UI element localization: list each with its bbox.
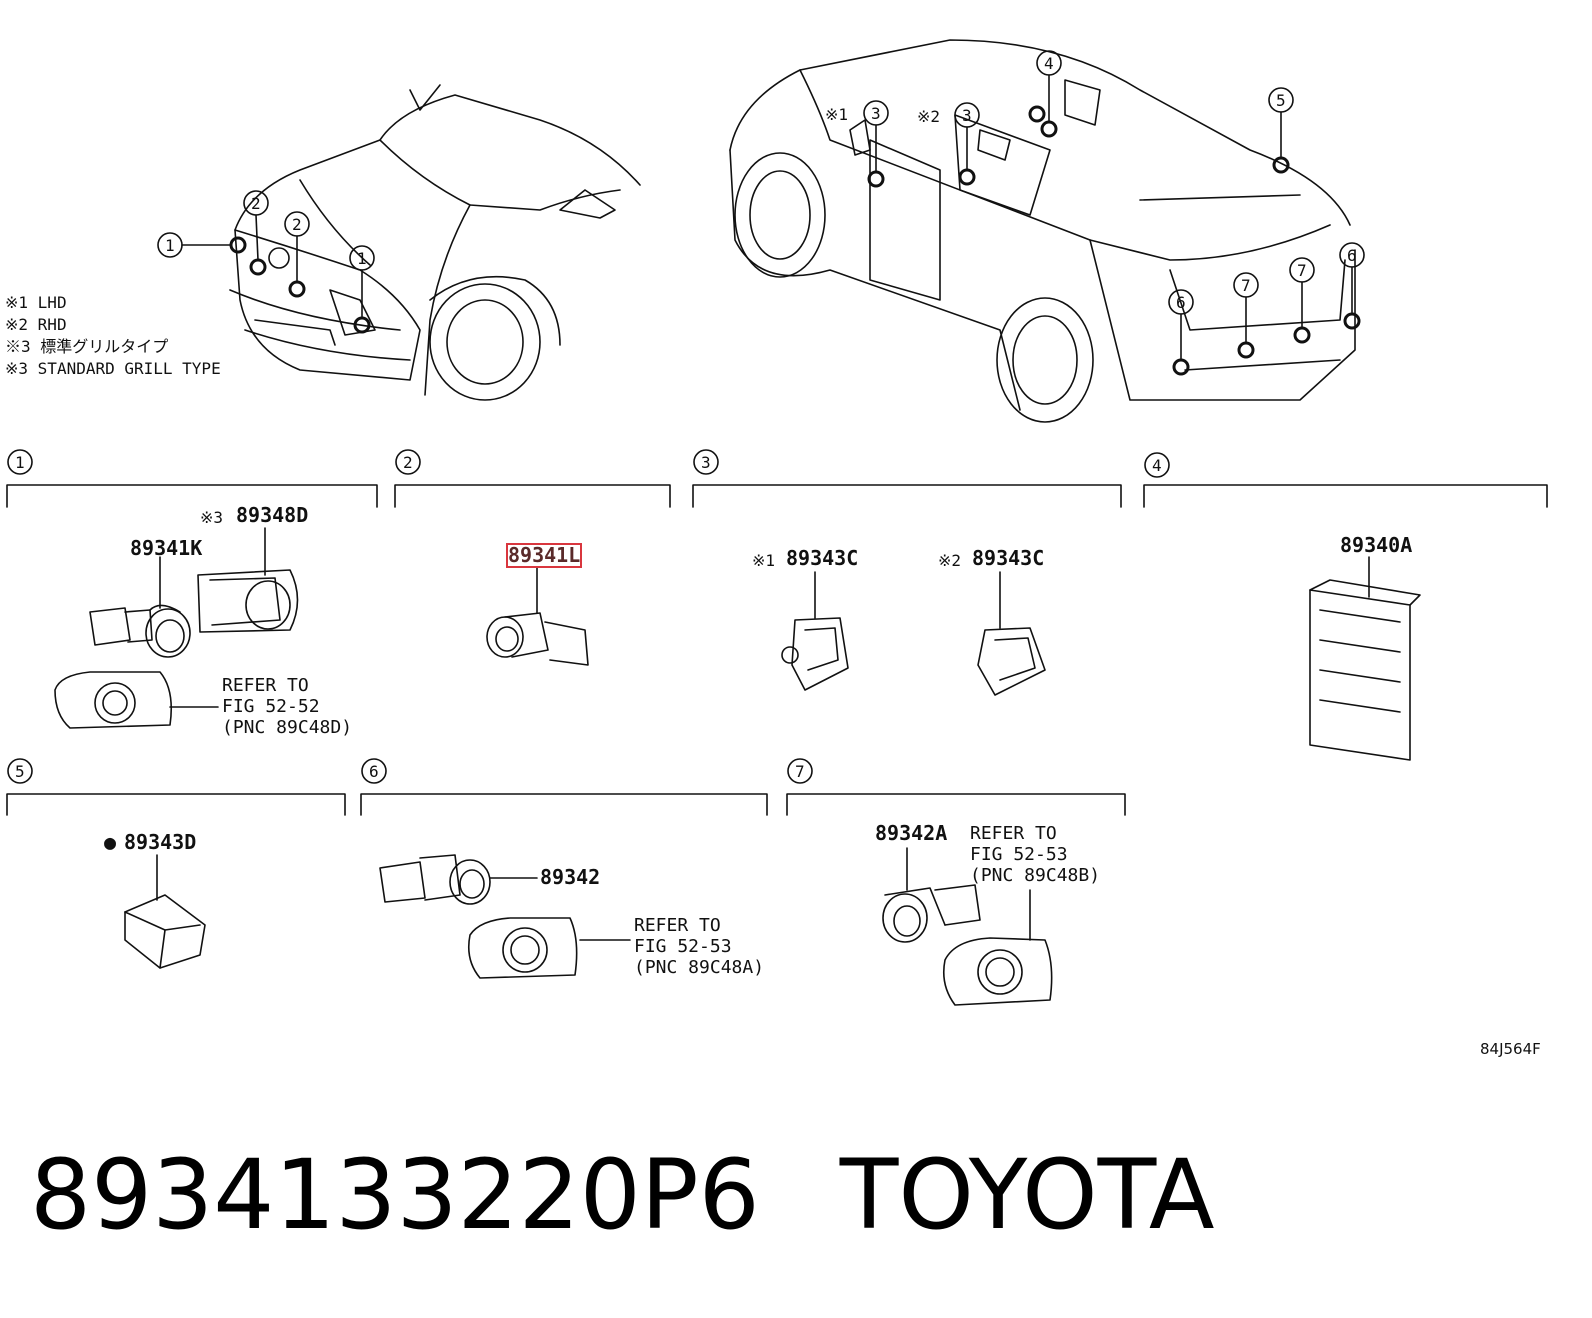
part-number-89341k[interactable]: 89341K <box>130 536 203 560</box>
marker-rhd-rear: ※2 <box>917 107 941 126</box>
callout-2-front-a: 2 <box>251 194 261 213</box>
callout-6-rear-right: 6 <box>1347 246 1357 265</box>
callout-1-front-right: 1 <box>357 249 367 268</box>
legend-grill-en: ※3 STANDARD GRILL TYPE <box>5 359 221 378</box>
part-89c48a-cover <box>467 917 631 979</box>
part-89343c-rhd <box>977 571 1046 696</box>
legend-lhd: ※1 LHD <box>5 293 67 312</box>
section-1-number: 1 <box>15 453 25 472</box>
marker-rhd-89343c: ※2 <box>938 551 962 570</box>
section-6-number: 6 <box>369 762 379 781</box>
figure-code: 84J564F <box>1480 1040 1541 1058</box>
part-89343c-lhd <box>781 571 849 691</box>
callout-3-rear-a: 3 <box>871 104 881 123</box>
part-number-89343c-lhd[interactable]: 89343C <box>786 546 859 570</box>
part-89341l-sensor <box>486 566 589 666</box>
callout-5-rear: 5 <box>1276 91 1286 110</box>
part-89342-sensor <box>379 854 538 905</box>
caption-brand: TOYOTA <box>839 1139 1215 1251</box>
refer-89c48d-line1: REFER TO <box>222 675 309 696</box>
marker-lhd-89343c: ※1 <box>752 551 776 570</box>
vehicle-callouts <box>157 50 1365 376</box>
part-89342a-sensor <box>882 847 981 943</box>
refer-89c48a-line3: (PNC 89C48A) <box>634 957 765 978</box>
refer-89c48b-line3: (PNC 89C48B) <box>970 865 1101 886</box>
front-vehicle-illustration <box>229 84 641 401</box>
rear-vehicle-illustration <box>729 39 1356 423</box>
part-number-89343c-rhd[interactable]: 89343C <box>972 546 1045 570</box>
marker-bullet-89343d: ● <box>104 830 117 854</box>
callout-7-rear-a: 7 <box>1241 276 1251 295</box>
marker-grill-89348d: ※3 <box>200 508 224 527</box>
callout-6-rear-left: 6 <box>1176 293 1186 312</box>
part-number-89342a[interactable]: 89342A <box>875 821 948 845</box>
section-3-number: 3 <box>701 453 711 472</box>
callout-7-rear-b: 7 <box>1297 261 1307 280</box>
refer-89c48b-line1: REFER TO <box>970 823 1057 844</box>
section-5-number: 5 <box>15 762 25 781</box>
part-89341k-sensor <box>89 556 191 658</box>
refer-89c48a-line2: FIG 52-53 <box>634 936 732 957</box>
part-number-89342[interactable]: 89342 <box>540 865 601 889</box>
part-89c48b-cover <box>942 889 1053 1006</box>
caption-title: 8934133220P6 TOYOTA <box>30 1140 1215 1250</box>
section-7-number: 7 <box>795 762 805 781</box>
part-89c48d-cover <box>54 671 219 729</box>
part-89348d-bracket <box>197 527 299 633</box>
callout-2-front-b: 2 <box>292 215 302 234</box>
refer-89c48a-line1: REFER TO <box>634 915 721 936</box>
caption-part-number: 8934133220P6 <box>30 1139 760 1251</box>
part-89340a-ecu <box>1309 556 1421 761</box>
part-number-89340a[interactable]: 89340A <box>1340 533 1413 557</box>
part-number-89341l-highlighted[interactable]: 89341L <box>505 543 583 568</box>
callout-4-rear: 4 <box>1044 54 1054 73</box>
section-4-number: 4 <box>1152 456 1162 475</box>
refer-89c48d-line3: (PNC 89C48D) <box>222 717 353 738</box>
refer-89c48b-line2: FIG 52-53 <box>970 844 1068 865</box>
legend-grill-jp: ※3 標準グリルタイプ <box>5 337 169 356</box>
section-brackets <box>6 449 1548 816</box>
legend-rhd: ※2 RHD <box>5 315 67 334</box>
marker-lhd-rear: ※1 <box>825 105 849 124</box>
callout-3-rear-b: 3 <box>962 106 972 125</box>
callout-1-front-left: 1 <box>165 236 175 255</box>
refer-89c48d-line2: FIG 52-52 <box>222 696 320 717</box>
part-89343d-sensor <box>124 854 206 969</box>
section-2-number: 2 <box>403 453 413 472</box>
part-number-89348d[interactable]: 89348D <box>236 503 309 527</box>
part-number-89343d[interactable]: 89343D <box>124 830 197 854</box>
